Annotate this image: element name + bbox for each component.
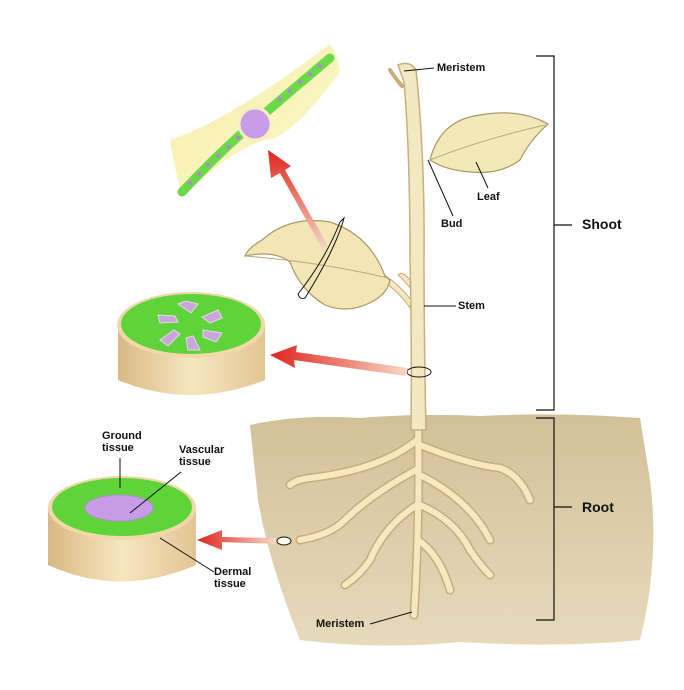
vascular-tissue-region [84,494,154,522]
brackets [536,55,572,621]
arrow-to-root-section [197,530,276,550]
label-dermal-tissue: Dermal tissue [214,566,251,590]
leaf-upper [429,112,550,174]
label-ground-tissue-line1: Ground [102,430,142,442]
label-stem: Stem [458,300,485,312]
label-meristem-top: Meristem [437,62,486,74]
stem-cross-section [117,292,265,395]
label-ground-tissue: Ground tissue [102,430,142,454]
label-dermal-tissue-line1: Dermal [214,566,252,578]
shoot-bracket [536,55,572,411]
leaf-vascular-bundle [237,106,273,142]
root-bracket [536,417,572,621]
root-cross-section [48,476,196,582]
label-vascular-tissue-line2: tissue [179,456,211,468]
label-leaf: Leaf [477,191,500,203]
leaf-cross-section [170,44,340,198]
leader-lines [119,67,489,625]
label-shoot: Shoot [582,216,622,232]
root-section-marker [276,536,292,546]
label-ground-tissue-line2: tissue [102,442,134,454]
label-root: Root [582,499,614,515]
stem [397,62,427,431]
arrows [197,150,408,550]
leaf-section-marker [297,216,345,299]
label-vascular-tissue: Vascular tissue [179,444,224,468]
label-dermal-tissue-line2: tissue [214,578,246,590]
label-vascular-tissue-line1: Vascular [179,444,225,456]
arrow-to-leaf-section [268,150,328,250]
label-bud: Bud [441,218,463,230]
label-meristem-bottom: Meristem [316,618,365,630]
arrow-to-stem-section [270,345,408,376]
